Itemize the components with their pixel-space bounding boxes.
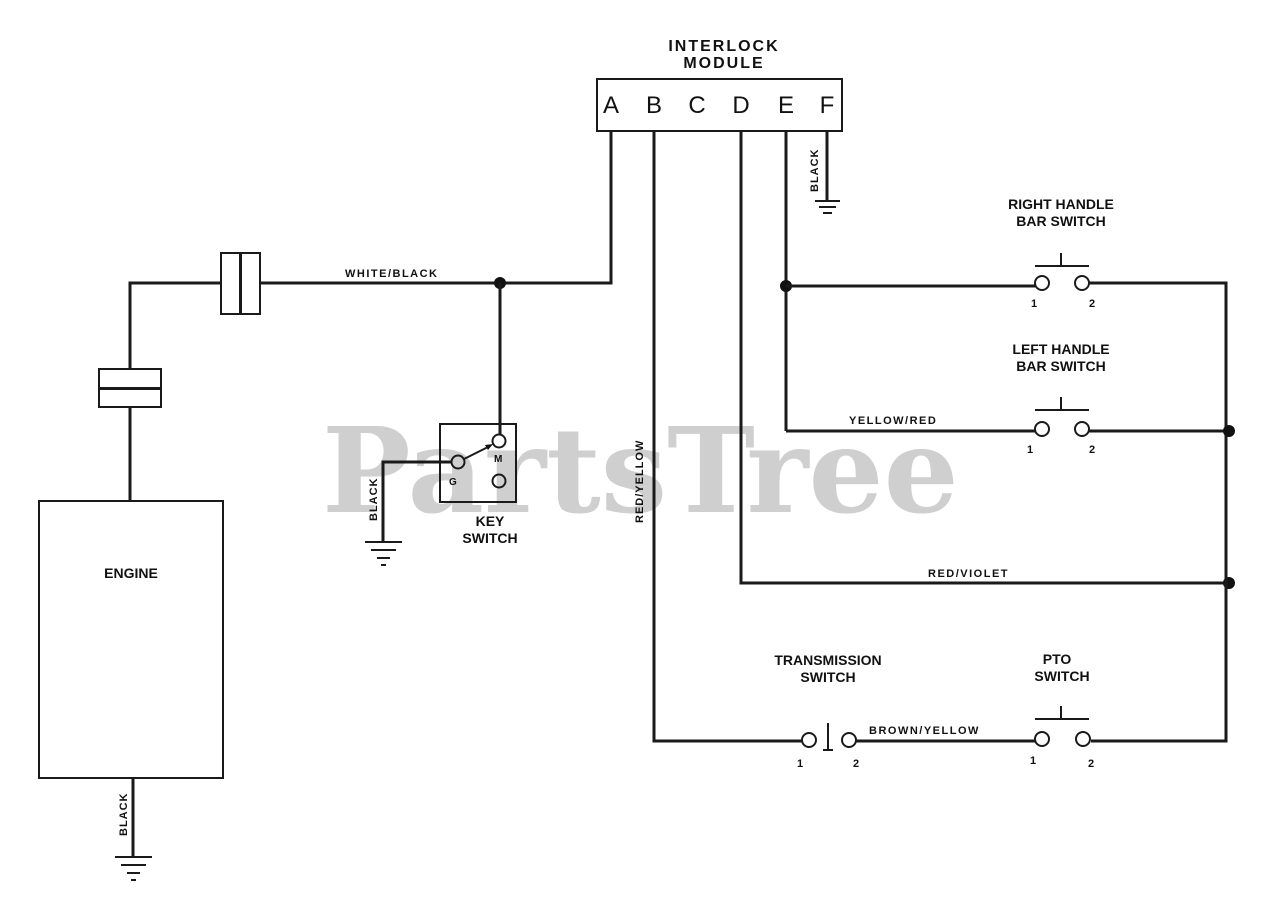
module-terminals: A B C D E F — [603, 92, 834, 119]
key-switch-arrow-icon — [485, 444, 493, 450]
connector-horizontal — [220, 252, 261, 315]
right-handle-terminal-2 — [1074, 275, 1090, 291]
label-red-yellow: RED/YELLOW — [634, 440, 646, 523]
engine-box — [38, 500, 224, 779]
label-black-engine: BLACK — [118, 793, 130, 837]
transmission-terminal-2 — [841, 732, 857, 748]
pto-t1: 1 — [1030, 755, 1036, 767]
wire-d-red-violet — [739, 131, 1229, 585]
engine-label: ENGINE — [104, 565, 158, 581]
left-handle-switch-actuator — [1035, 397, 1089, 411]
key-label-m: M — [494, 454, 502, 465]
connector-vertical — [98, 368, 162, 408]
wire-b-red-yellow — [652, 131, 802, 743]
watermark: PartsTree — [322, 401, 959, 540]
wire-a-white-black — [261, 131, 613, 285]
left-handle-terminal-1 — [1034, 421, 1050, 437]
terminal-f: F — [820, 92, 835, 119]
key-switch-label-line2: SWITCH — [462, 530, 517, 546]
terminal-e: E — [778, 92, 794, 119]
right-handle-label-line2: BAR SWITCH — [1016, 213, 1105, 229]
key-terminal-unused — [491, 473, 507, 489]
terminal-a: A — [603, 92, 619, 119]
transmission-switch-actuator — [823, 723, 833, 751]
terminal-c: C — [688, 92, 705, 119]
terminal-d: D — [732, 92, 749, 119]
module-title-line2: MODULE — [683, 55, 764, 72]
left-handle-label-line1: LEFT HANDLE — [1012, 341, 1109, 357]
label-black-module: BLACK — [809, 149, 821, 193]
transmission-terminal-1 — [801, 732, 817, 748]
ground-icon-module — [815, 200, 840, 214]
key-switch-label-line1: KEY — [476, 513, 505, 529]
transmission-t2: 2 — [853, 758, 859, 770]
left-handle-t1: 1 — [1027, 444, 1033, 456]
module-title-line1: INTERLOCK — [668, 38, 779, 55]
transmission-t1: 1 — [797, 758, 803, 770]
right-handle-terminal-1 — [1034, 275, 1050, 291]
left-handle-t2: 2 — [1089, 444, 1095, 456]
key-terminal-m — [491, 433, 507, 449]
key-label-g: G — [449, 477, 457, 488]
interlock-module-box — [596, 78, 843, 132]
label-white-black: WHITE/BLACK — [345, 268, 439, 280]
label-red-violet: RED/VIOLET — [928, 568, 1009, 580]
label-brown-yellow: BROWN/YELLOW — [869, 725, 980, 737]
terminal-b: B — [646, 92, 662, 119]
transmission-label-line2: SWITCH — [800, 669, 855, 685]
right-handle-t2: 2 — [1089, 298, 1095, 310]
pto-terminal-1 — [1034, 731, 1050, 747]
key-terminal-g — [450, 454, 466, 470]
pto-label-line2: SWITCH — [1034, 668, 1089, 684]
junction-dot-left — [1223, 425, 1235, 437]
pto-switch-actuator — [1035, 706, 1089, 720]
key-switch-arm — [463, 445, 491, 460]
wire-right-common — [1089, 281, 1228, 743]
right-handle-t1: 1 — [1031, 298, 1037, 310]
left-handle-terminal-2 — [1074, 421, 1090, 437]
left-handle-label-line2: BAR SWITCH — [1016, 358, 1105, 374]
ground-icon-engine — [115, 856, 152, 881]
right-handle-label-line1: RIGHT HANDLE — [1008, 196, 1114, 212]
wire-connector-to-engine-top — [128, 281, 221, 369]
wire-key-g-black — [381, 460, 451, 541]
pto-t2: 2 — [1088, 758, 1094, 770]
transmission-label-line1: TRANSMISSION — [774, 652, 881, 668]
label-yellow-red: YELLOW/RED — [849, 415, 937, 427]
pto-terminal-2 — [1075, 731, 1091, 747]
pto-label-line1: PTO — [1043, 651, 1072, 667]
ground-icon-key — [365, 541, 402, 566]
right-handle-switch-actuator — [1035, 253, 1089, 267]
label-black-key: BLACK — [368, 478, 380, 522]
